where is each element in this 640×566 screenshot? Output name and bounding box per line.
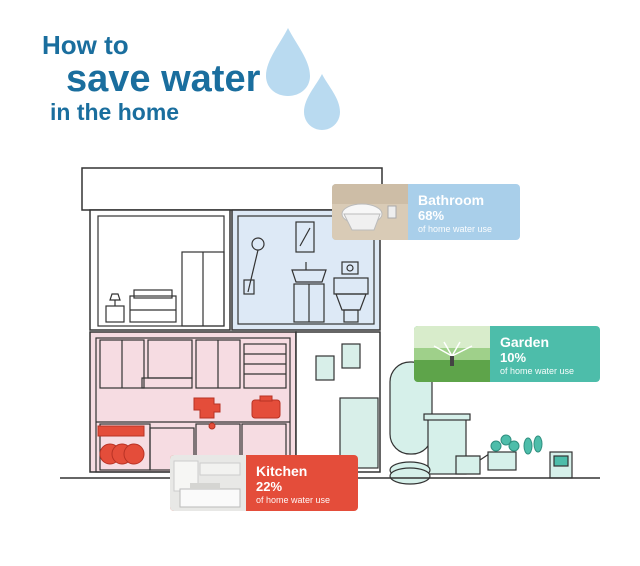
title-line-3: in the home	[50, 99, 180, 125]
kitchen-card: Kitchen 22% of home water use	[170, 455, 358, 511]
planter	[487, 451, 517, 471]
kitchen-label: Kitchen	[256, 463, 308, 479]
page-title: How to save water in the home	[42, 32, 260, 124]
bedroom-furniture	[97, 215, 225, 327]
bathroom-label: Bathroom	[418, 192, 485, 208]
kitchen-note: of home water use	[256, 495, 331, 505]
kitchen-red-items	[97, 395, 281, 465]
bathroom-fixtures	[237, 215, 375, 325]
water-tank	[389, 361, 433, 455]
garden-plants	[490, 434, 543, 455]
kitchen-photo-icon	[170, 455, 246, 511]
garden-card: Garden 10% of home water use	[414, 326, 600, 382]
pot-icon	[251, 399, 281, 419]
bathroom-note: of home water use	[418, 224, 493, 234]
sprinkler-photo-icon	[414, 326, 490, 382]
garden-note: of home water use	[500, 366, 575, 376]
title-line-2: save water	[66, 58, 261, 100]
title-line-1: How to	[42, 30, 129, 60]
garden-items	[389, 361, 573, 485]
bathroom-percent: 68%	[418, 208, 445, 223]
garden-percent: 10%	[500, 350, 527, 365]
bathroom-card: Bathroom 68% of home water use	[332, 184, 520, 240]
garden-label: Garden	[500, 334, 550, 350]
water-drop-icon-large	[266, 28, 310, 96]
hallway-windows	[315, 343, 379, 469]
water-drop-icons	[266, 28, 340, 130]
bedroom-room	[89, 209, 231, 331]
tap-icon	[193, 397, 221, 419]
cutlery-icon	[97, 425, 145, 437]
toilet-photo-icon	[332, 184, 408, 240]
water-drop-icon-small	[304, 74, 340, 130]
kitchen-percent: 22%	[256, 479, 283, 494]
